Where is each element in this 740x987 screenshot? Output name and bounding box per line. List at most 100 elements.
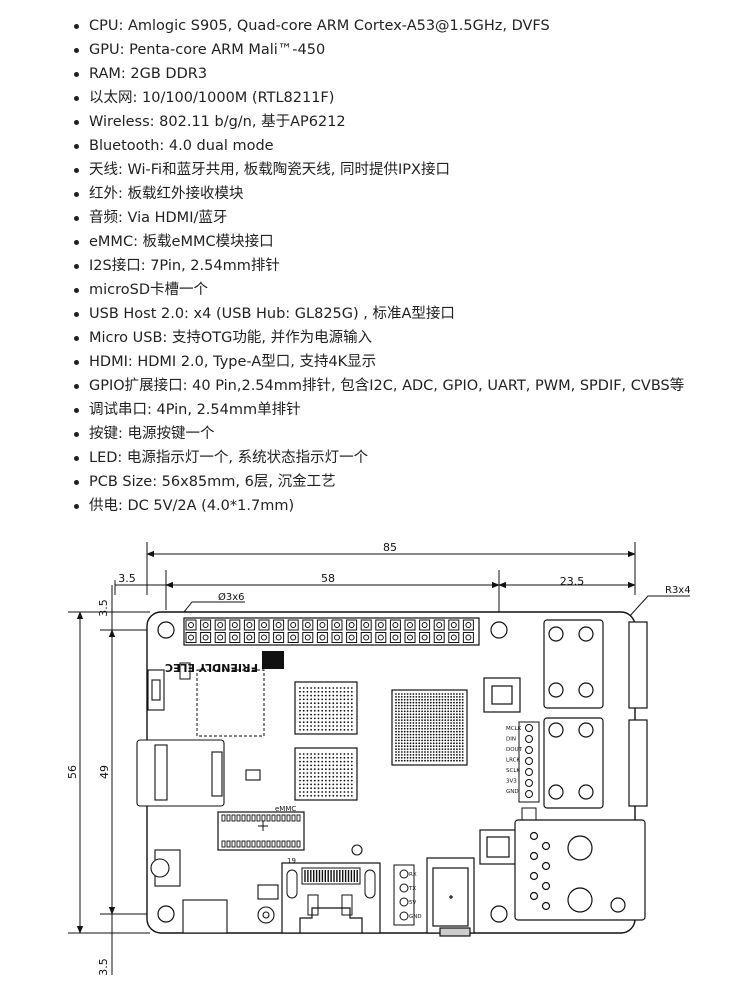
spec-text: CPU: Amlogic S905, Quad-core ARM Cortex-… — [89, 18, 550, 34]
dim-width-label: 85 — [383, 541, 397, 554]
spec-item: microSD卡槽一个 — [0, 278, 740, 302]
i2s-pin-label: DOUT — [506, 747, 523, 753]
hole-label: Ø3x6 — [218, 591, 245, 603]
debug-uart-header: RX TX 5V GND — [393, 864, 422, 926]
spec-text: eMMC: 板载eMMC模块接口 — [89, 234, 274, 250]
mounting-holes — [157, 621, 508, 923]
spec-text: GPIO扩展接口: 40 Pin,2.54mm排针, 包含I2C, ADC, G… — [89, 378, 685, 394]
bullet-icon — [74, 456, 79, 461]
dim-top-offset-label: 3.5 — [97, 599, 110, 617]
spec-text: PCB Size: 56x85mm, 6层, 沉金工艺 — [89, 474, 336, 490]
spec-item: 红外: 板载红外接收模块 — [0, 182, 740, 206]
spec-item: 以太网: 10/100/1000M (RTL8211F) — [0, 86, 740, 110]
dim-bottom-offset-label: 3.5 — [97, 958, 110, 976]
spec-text: Wireless: 802.11 b/g/n, 基于AP6212 — [89, 114, 346, 130]
dimension-lines — [68, 542, 690, 975]
spec-text: microSD卡槽一个 — [89, 282, 209, 298]
spec-item: USB Host 2.0: x4 (USB Hub: GL825G) , 标准A… — [0, 302, 740, 326]
cpu-soc — [391, 689, 468, 766]
spec-item: RAM: 2GB DDR3 — [0, 62, 740, 86]
bullet-icon — [74, 360, 79, 365]
spec-item: CPU: Amlogic S905, Quad-core ARM Cortex-… — [0, 14, 740, 38]
bullet-icon — [74, 24, 79, 29]
bullet-icon — [74, 192, 79, 197]
spec-text: HDMI: HDMI 2.0, Type-A型口, 支持4K显示 — [89, 354, 377, 370]
ethernet-port — [514, 819, 646, 921]
bullet-icon — [74, 312, 79, 317]
bullet-icon — [74, 264, 79, 269]
spec-item: 按键: 电源按键一个 — [0, 422, 740, 446]
i2s-pin-label: MCLK — [506, 726, 522, 732]
spec-item: HDMI: HDMI 2.0, Type-A型口, 支持4K显示 — [0, 350, 740, 374]
ram-chips — [294, 681, 358, 801]
spec-text: 供电: DC 5V/2A (4.0*1.7mm) — [89, 498, 295, 514]
friendlyelec-logo: FRIENDLY ELEC — [165, 651, 284, 674]
bullet-icon — [74, 120, 79, 125]
spec-text: Bluetooth: 4.0 dual mode — [89, 138, 274, 154]
bullet-icon — [74, 480, 79, 485]
usb-ports — [543, 619, 648, 809]
spec-text: 按键: 电源按键一个 — [89, 426, 215, 442]
i2s-pin-label: DIN — [506, 737, 516, 743]
spec-text: Micro USB: 支持OTG功能, 并作为电源输入 — [89, 330, 373, 346]
bullet-icon — [74, 336, 79, 341]
i2s-pin-label: 3V3 — [506, 779, 517, 785]
spec-text: LED: 电源指示灯一个, 系统状态指示灯一个 — [89, 450, 369, 466]
spec-text: 音频: Via HDMI/蓝牙 — [89, 210, 228, 226]
spec-item: GPIO扩展接口: 40 Pin,2.54mm排针, 包含I2C, ADC, G… — [0, 374, 740, 398]
bullet-icon — [74, 432, 79, 437]
bullet-icon — [74, 72, 79, 77]
spec-text: RAM: 2GB DDR3 — [89, 66, 208, 82]
dimension-labels: 85 58 23.5 3.5 R3x4 Ø3x6 3.5 56 49 3.5 — [66, 541, 691, 976]
spec-text: I2S接口: 7Pin, 2.54mm排针 — [89, 258, 280, 274]
spec-text: GPU: Penta-core ARM Mali™-450 — [89, 42, 326, 58]
spec-text: 以太网: 10/100/1000M (RTL8211F) — [89, 90, 335, 106]
dim-left-offset-label: 3.5 — [118, 572, 136, 585]
bullet-icon — [74, 96, 79, 101]
uart-pin-label: TX — [408, 886, 416, 892]
uart-pin-label: 5V — [409, 900, 416, 906]
spec-item: LED: 电源指示灯一个, 系统状态指示灯一个 — [0, 446, 740, 470]
uart-pin-label: GND — [409, 914, 422, 920]
emmc-label: eMMC — [275, 805, 296, 813]
spec-item: Wireless: 802.11 b/g/n, 基于AP6212 — [0, 110, 740, 134]
board-drawing-svg: 85 58 23.5 3.5 R3x4 Ø3x6 3.5 56 49 3.5 F… — [66, 541, 691, 976]
bullet-icon — [74, 408, 79, 413]
spec-text: 红外: 板载红外接收模块 — [89, 186, 244, 202]
spec-item: GPU: Penta-core ARM Mali™-450 — [0, 38, 740, 62]
spec-item: 供电: DC 5V/2A (4.0*1.7mm) — [0, 494, 740, 518]
spec-item: PCB Size: 56x85mm, 6层, 沉金工艺 — [0, 470, 740, 494]
bullet-icon — [74, 288, 79, 293]
spec-item: I2S接口: 7Pin, 2.54mm排针 — [0, 254, 740, 278]
spec-item: Bluetooth: 4.0 dual mode — [0, 134, 740, 158]
spec-item: 调试串口: 4Pin, 2.54mm单排针 — [0, 398, 740, 422]
left-components — [136, 669, 228, 934]
dim-hole-vspan-label: 49 — [98, 765, 111, 779]
i2s-pin-label: LRCK — [506, 758, 520, 764]
spec-text: 调试串口: 4Pin, 2.54mm单排针 — [89, 402, 301, 418]
misc-components — [245, 769, 363, 924]
hdmi-pin-label: 19 — [287, 857, 296, 865]
uart-pin-label: RX — [409, 872, 417, 878]
bullet-icon — [74, 504, 79, 509]
wifi-module — [179, 662, 265, 737]
bullet-icon — [74, 168, 79, 173]
dim-right-label: 23.5 — [560, 575, 585, 588]
dc-power-jack — [426, 857, 475, 937]
i2s-pin-label: SCLK — [506, 768, 520, 774]
bullet-icon — [74, 384, 79, 389]
spec-item: eMMC: 板载eMMC模块接口 — [0, 230, 740, 254]
spec-text: 天线: Wi-Fi和蓝牙共用, 板载陶瓷天线, 同时提供IPX接口 — [89, 162, 450, 178]
bullet-icon — [74, 216, 79, 221]
i2s-pin-label: GND — [506, 789, 519, 795]
bullet-icon — [74, 144, 79, 149]
dim-hole-span-label: 58 — [321, 572, 335, 585]
corner-radius-label: R3x4 — [665, 585, 691, 596]
spec-item: Micro USB: 支持OTG功能, 并作为电源输入 — [0, 326, 740, 350]
spec-text: USB Host 2.0: x4 (USB Hub: GL825G) , 标准A… — [89, 306, 455, 322]
gpio-header — [183, 617, 480, 646]
spec-item: 天线: Wi-Fi和蓝牙共用, 板载陶瓷天线, 同时提供IPX接口 — [0, 158, 740, 182]
ethernet-phy — [479, 677, 521, 865]
dim-height-label: 56 — [66, 765, 79, 779]
